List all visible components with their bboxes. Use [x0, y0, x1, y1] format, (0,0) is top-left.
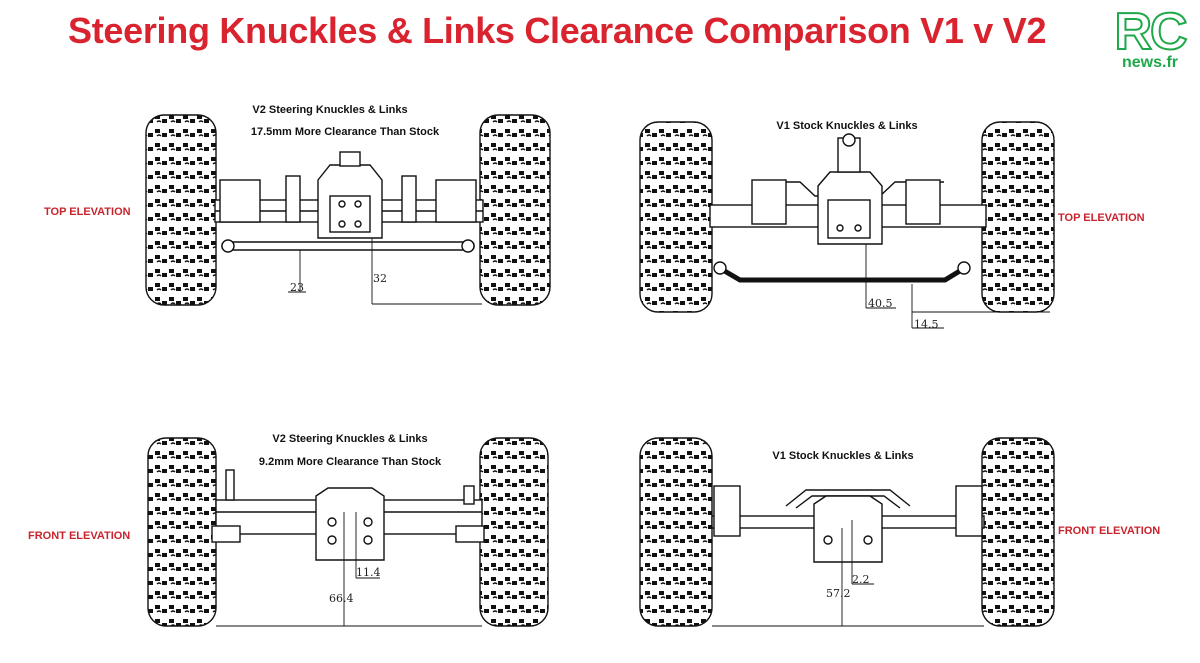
v2-front-assembly: [147, 437, 549, 627]
v2-front-dimension-lines: [216, 512, 482, 627]
v2-front-right-tire: [479, 437, 549, 627]
v2-front-caption-line2: 9.2mm More Clearance Than Stock: [258, 456, 442, 468]
v2-top-right-tire: [479, 114, 551, 306]
v1-front-left-tire: [639, 437, 713, 627]
v2-top-dim-link: 23: [290, 281, 304, 294]
v1-front-assembly: [639, 437, 1055, 627]
v2-front-elevation-label: FRONT ELEVATION: [28, 530, 131, 542]
v1-top-dim-link: 40.5: [868, 297, 893, 310]
v2-front-dim-ground: 66.4: [329, 592, 354, 605]
v1-front-dimension-lines: [712, 520, 984, 627]
v2-top-assembly: [145, 114, 551, 306]
v1-top-right-tire: [981, 121, 1055, 313]
v1-front-dim-knuckle: 2.2: [852, 573, 870, 586]
v2-front-dim-knuckle: 11.4: [356, 566, 381, 579]
v2-top-caption-line1: V2 Steering Knuckles & Links: [252, 104, 408, 116]
v2-top-dimension-lines: [288, 238, 482, 305]
v1-top-assembly: [639, 121, 1055, 313]
logo-brand: RC: [1113, 2, 1188, 62]
v1-front-elevation-label: FRONT ELEVATION: [1058, 525, 1161, 537]
v2-front-left-tire: [147, 437, 217, 627]
v1-front-caption-line1: V1 Stock Knuckles & Links: [772, 450, 914, 462]
v1-top-dimension-lines: [865, 244, 1050, 329]
v2-front-caption-line1: V2 Steering Knuckles & Links: [272, 433, 428, 445]
v2-top-elevation-label: TOP ELEVATION: [44, 206, 131, 218]
page-title: Steering Knuckles & Links Clearance Comp…: [68, 10, 1047, 51]
v1-top-left-tire: [639, 121, 713, 313]
v1-top-elevation-label: TOP ELEVATION: [1058, 212, 1145, 224]
v2-top-caption-line2: 17.5mm More Clearance Than Stock: [250, 126, 440, 138]
v2-top-left-tire: [145, 114, 217, 306]
v2-top-dim-axle: 32: [373, 272, 387, 285]
v1-front-right-tire: [981, 437, 1055, 627]
v1-front-dim-ground: 57.2: [826, 587, 851, 600]
v1-top-caption-line1: V1 Stock Knuckles & Links: [776, 120, 918, 132]
rcnews-logo: RC news.fr: [1108, 2, 1192, 72]
logo-site: news.fr: [1121, 54, 1178, 71]
